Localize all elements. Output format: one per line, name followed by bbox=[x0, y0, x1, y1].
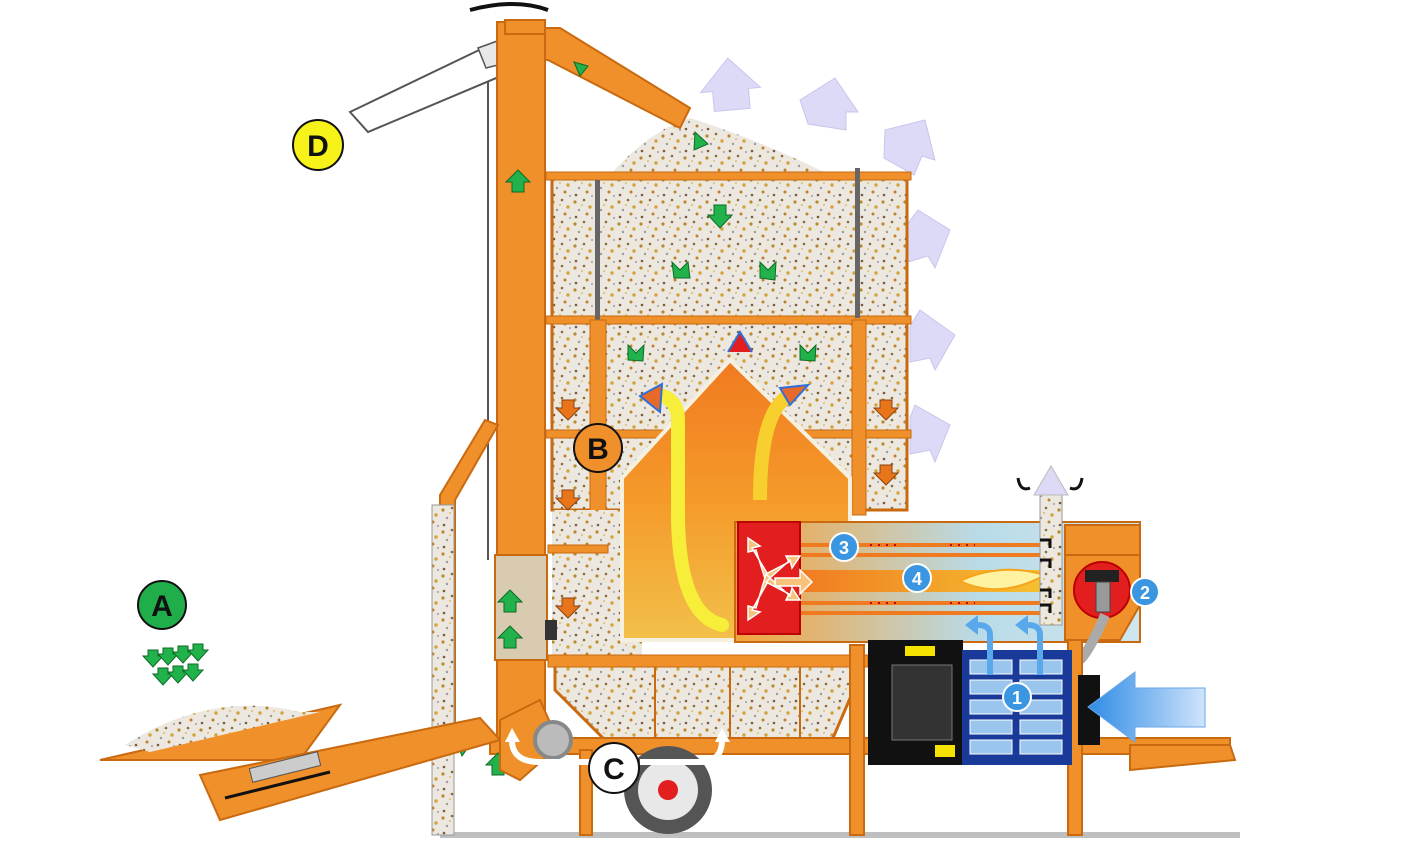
exhaust-air-arrows bbox=[699, 57, 956, 464]
elevator-head-cap bbox=[469, 2, 549, 12]
base-hopper bbox=[553, 658, 862, 747]
grain-flow-arrows-green bbox=[627, 204, 817, 362]
svg-text:D: D bbox=[307, 130, 329, 163]
svg-text:1: 1 bbox=[1012, 688, 1022, 708]
label-a: A bbox=[137, 580, 187, 630]
combustion-arrows bbox=[747, 536, 814, 622]
top-grain-pile bbox=[610, 118, 830, 175]
svg-text:2: 2 bbox=[1140, 583, 1150, 603]
trailer-wheel bbox=[624, 746, 712, 834]
svg-text:4: 4 bbox=[912, 569, 922, 589]
svg-text:B: B bbox=[587, 433, 609, 466]
label-d: D bbox=[292, 119, 344, 171]
air-intake-arrow bbox=[1087, 671, 1206, 743]
label-c: C bbox=[588, 742, 640, 794]
svg-text:C: C bbox=[603, 753, 625, 786]
number-4: 4 bbox=[902, 563, 932, 593]
hot-air-flow-arrows bbox=[638, 330, 811, 632]
svg-text:A: A bbox=[151, 590, 173, 623]
ground-line bbox=[440, 832, 1240, 838]
intake-arrows bbox=[141, 643, 210, 686]
label-b: B bbox=[573, 423, 623, 473]
number-1: 1 bbox=[1002, 682, 1032, 712]
svg-text:3: 3 bbox=[839, 538, 849, 558]
fan-up-arrows bbox=[977, 622, 1043, 675]
tow-bar bbox=[1129, 744, 1237, 772]
number-3: 3 bbox=[829, 532, 859, 562]
number-2: 2 bbox=[1130, 577, 1160, 607]
burner-flame-band bbox=[760, 570, 1040, 592]
